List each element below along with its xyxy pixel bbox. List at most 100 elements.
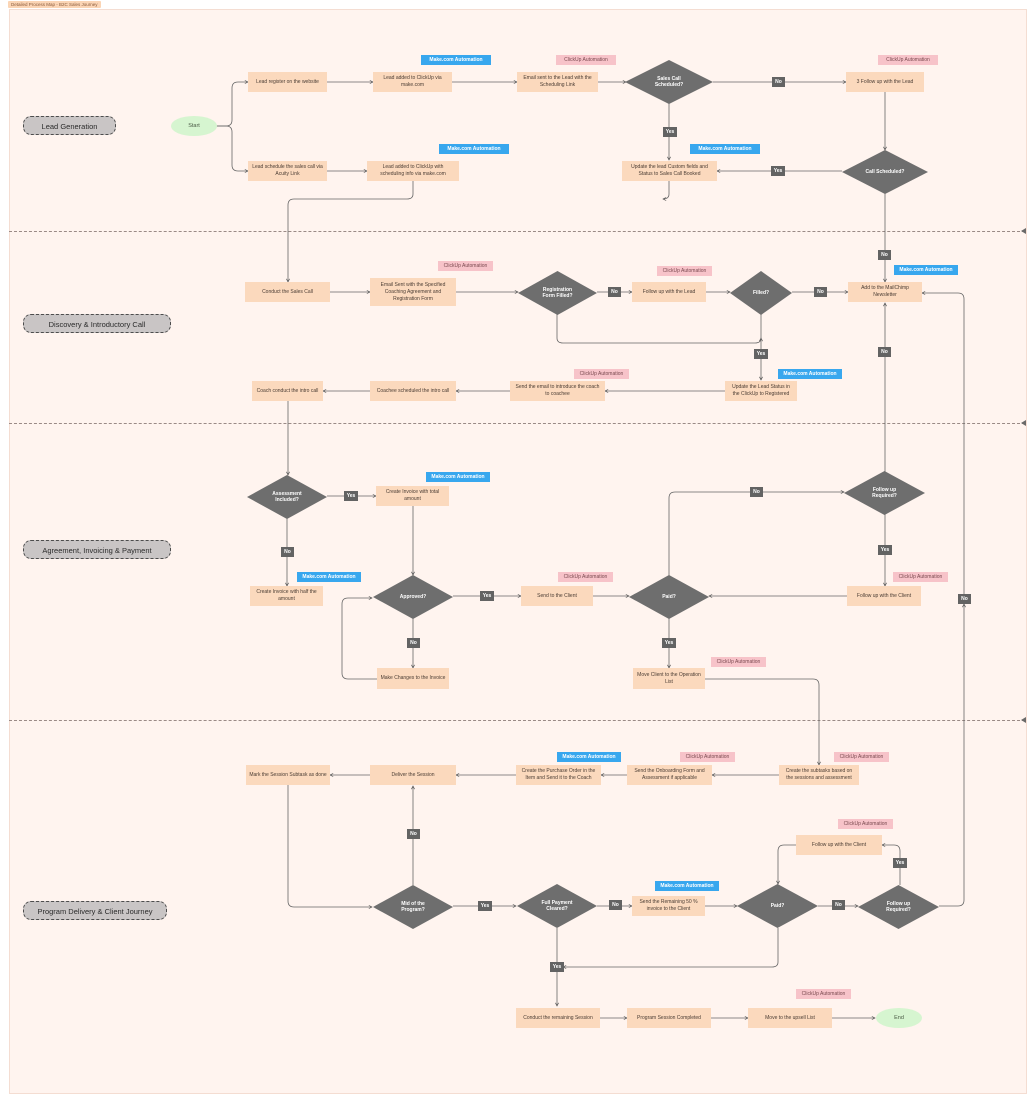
label-no: No	[281, 547, 294, 557]
decision-full-payment: Full Payment Cleared?	[517, 884, 597, 928]
label-no: No	[832, 900, 845, 910]
decision-call-scheduled: Call Scheduled?	[842, 150, 928, 194]
box-create-subtasks: Create the subtasks based on the session…	[779, 765, 859, 785]
divider-arrow-icon	[1021, 228, 1026, 234]
decision-registration-filled: Registration Form Filled?	[518, 271, 597, 315]
box-send-to-client: Send to the Client	[521, 586, 593, 606]
box-conduct-remaining-session: Conduct the remaining Session	[516, 1008, 600, 1028]
label-no: No	[609, 900, 622, 910]
decision-sales-call-scheduled: Sales Call Scheduled?	[625, 60, 713, 104]
box-follow-up-client-2: Follow up with the Client	[796, 835, 882, 855]
tag-clickup-automation: ClickUp Automation	[558, 572, 613, 582]
decision-label: Paid?	[770, 902, 785, 909]
decision-label: Approved?	[399, 593, 427, 600]
box-move-operation-list: Move Client to the Operation List	[633, 668, 705, 689]
box-invoice-total: Create Invoice with total amount	[376, 486, 449, 506]
tag-make-automation: Make.com Automation	[690, 144, 760, 154]
tag-make-automation: Make.com Automation	[297, 572, 361, 582]
label-no: No	[958, 594, 971, 604]
box-lead-added-scheduling: Lead added to ClickUp with scheduling in…	[367, 161, 459, 181]
label-yes: Yes	[663, 127, 677, 137]
label-yes: Yes	[878, 545, 892, 555]
tag-clickup-automation: ClickUp Automation	[711, 657, 766, 667]
frame-title: Detailed Process Map - B2C Sales Journey	[8, 1, 101, 8]
tag-make-automation: Make.com Automation	[421, 55, 491, 65]
tag-clickup-automation: ClickUp Automation	[796, 989, 851, 999]
box-onboarding-form: Send the Onboarding Form and Assessment …	[627, 765, 712, 785]
decision-filled: Filled?	[730, 271, 792, 315]
decision-label: Assessment Included?	[272, 490, 302, 504]
decision-assessment-included: Assessment Included?	[247, 475, 327, 519]
box-deliver-session: Deliver the Session	[370, 765, 456, 785]
decision-label: Mid of the Program?	[401, 900, 425, 914]
tag-make-automation: Make.com Automation	[655, 881, 719, 891]
tag-make-automation: Make.com Automation	[894, 265, 958, 275]
label-yes: Yes	[480, 591, 494, 601]
label-yes: Yes	[771, 166, 785, 176]
box-program-session-completed: Program Session Completed	[627, 1008, 711, 1028]
decision-mid-program: Mid of the Program?	[373, 885, 453, 929]
tag-clickup-automation: ClickUp Automation	[834, 752, 889, 762]
divider-arrow-icon	[1021, 717, 1026, 723]
box-lead-register: Lead register on the website	[248, 72, 327, 92]
box-send-remaining-invoice: Send the Remaining 50 % invoice to the C…	[632, 896, 705, 916]
tag-make-automation: Make.com Automation	[778, 369, 842, 379]
tag-clickup-automation: ClickUp Automation	[680, 752, 735, 762]
tag-make-automation: Make.com Automation	[426, 472, 490, 482]
end-node: End	[876, 1008, 922, 1028]
box-mark-subtask-done: Mark the Session Subtask as done	[246, 765, 330, 785]
box-update-registered: Update the Lead Status in the ClickUp to…	[725, 381, 797, 401]
decision-follow-up-required-1: Follow up Required?	[844, 471, 925, 515]
label-yes: Yes	[550, 962, 564, 972]
box-follow-up-lead: Follow up with the Lead	[632, 282, 706, 302]
decision-label: Call Scheduled?	[865, 168, 905, 175]
divider-arrow-icon	[1021, 420, 1026, 426]
label-yes: Yes	[893, 858, 907, 868]
label-no: No	[772, 77, 785, 87]
lane-discovery-call: Discovery & Introductory Call	[23, 314, 171, 333]
lane-program-delivery: Program Delivery & Client Journey	[23, 901, 167, 920]
box-email-scheduling-link: Email sent to the Lead with the Scheduli…	[517, 72, 598, 92]
box-move-upsell-list: Move to the upsell List	[748, 1008, 832, 1028]
box-coach-intro-call: Coach conduct the intro call	[252, 381, 323, 401]
box-send-email-intro: Send the email to introduce the coach to…	[510, 381, 605, 401]
tag-clickup-automation: ClickUp Automation	[657, 266, 712, 276]
box-follow-up-lead-3: 3 Follow up with the Lead	[846, 72, 924, 92]
decision-paid-1: Paid?	[629, 575, 709, 619]
decision-paid-2: Paid?	[737, 884, 818, 928]
label-yes: Yes	[478, 901, 492, 911]
label-no: No	[407, 638, 420, 648]
lane-divider	[9, 231, 1025, 232]
tag-clickup-automation: ClickUp Automation	[878, 55, 938, 65]
lane-divider	[9, 423, 1025, 424]
box-purchase-order: Create the Purchase Order in the Item an…	[516, 765, 601, 785]
box-email-agreement: Email Sent with the Specified Coaching A…	[370, 278, 456, 306]
canvas-board	[9, 9, 1027, 1094]
decision-label: Full Payment Cleared?	[541, 899, 573, 913]
decision-label: Follow up Required?	[886, 900, 911, 914]
label-no: No	[608, 287, 621, 297]
decision-label: Paid?	[662, 593, 676, 600]
label-no: No	[878, 250, 891, 260]
decision-approved: Approved?	[373, 575, 453, 619]
label-yes: Yes	[754, 349, 768, 359]
label-no: No	[750, 487, 763, 497]
tag-clickup-automation: ClickUp Automation	[574, 369, 629, 379]
box-lead-added-clickup: Lead added to ClickUp via make.com	[373, 72, 452, 92]
lane-agreement-invoicing: Agreement, Invoicing & Payment	[23, 540, 171, 559]
tag-make-automation: Make.com Automation	[439, 144, 509, 154]
box-follow-up-client-1: Follow up with the Client	[847, 586, 921, 606]
box-update-custom-fields: Update the lead Custom fields and Status…	[622, 161, 717, 181]
tag-clickup-automation: ClickUp Automation	[438, 261, 493, 271]
box-mailchimp-newsletter: Add to the MailChimp Newsletter	[848, 282, 922, 302]
decision-label: Filled?	[752, 289, 770, 296]
label-no: No	[407, 829, 420, 839]
box-lead-schedule-acuity: Lead schedule the sales call via Acuity …	[248, 161, 327, 181]
box-coachee-scheduled: Coachee scheduled the intro call	[370, 381, 456, 401]
box-make-changes-invoice: Make Changes to the Invoice	[377, 668, 449, 689]
tag-clickup-automation: ClickUp Automation	[893, 572, 948, 582]
box-invoice-half: Create Invoice with half the amount	[250, 586, 323, 606]
start-node: Start	[171, 116, 217, 136]
tag-make-automation: Make.com Automation	[557, 752, 621, 762]
decision-follow-up-required-2: Follow up Required?	[858, 885, 939, 929]
